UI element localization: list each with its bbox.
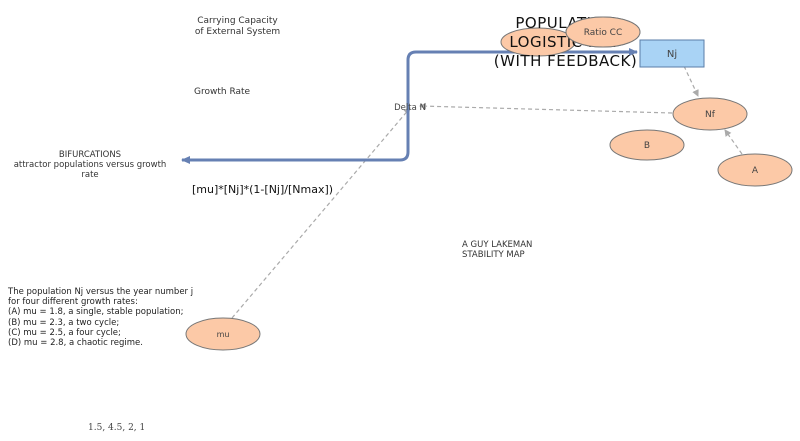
bifurcations-label: BIFURCATIONS attractor populations versu… [10,150,170,180]
flow-to-bifurcations [181,108,410,164]
logistic-equation: [mu]*[Nj]*(1-[Nj]/[Nmax]) [192,183,334,196]
title-line-3: (WITH FEEDBACK) [493,52,638,70]
stability-map-line-1: A GUY LAKEMAN [462,240,533,250]
title-line-1: POPULATION [515,14,616,32]
description-line-5: (C) mu = 2.5, a four cycle; [8,327,121,338]
a-node[interactable] [717,153,793,187]
nf-label: Nf [705,110,716,120]
link-a-to-nf [724,129,743,155]
bifurcations-sub-1: attractor populations versus growth [13,160,167,170]
stability-map-label: A GUY LAKEMAN STABILITY MAP [462,240,532,260]
description-line-6: (D) mu = 2.8, a chaotic regime. [8,338,143,349]
carrying-capacity-line-2: of External System [194,27,281,37]
description-line-2: for four different growth rates: [8,297,138,308]
b-label: B [644,141,650,151]
flow-to-nj [406,48,638,108]
a-label: A [752,166,759,176]
delta-n-label[interactable]: Delta N [394,103,426,113]
bifurcations-title: BIFURCATIONS [58,150,122,160]
description-line-3: (A) mu = 1.8, a single, stable populatio… [8,307,184,318]
carrying-capacity-line-1: Carrying Capacity [197,16,278,26]
nf-node[interactable] [672,97,748,131]
growth-rate-label: Growth Rate [194,87,251,97]
link-mu-to-delta [231,107,411,319]
bifurcations-sub-2: rate [81,170,99,180]
description-line-1: The population Nj versus the year number… [8,287,194,297]
link-nf-to-delta [419,102,673,114]
diagram-title: POPULATION LOGISTIC MAP (WITH FEEDBACK) [493,14,638,71]
mu-node[interactable] [185,317,261,351]
description-line-4: (B) mu = 2.3, a two cycle; [8,317,120,328]
carrying-capacity-label: Carrying Capacity of External System [180,16,295,38]
footer-values: 1.5, 4.5, 2, 1 [88,423,146,433]
stability-map-line-2: STABILITY MAP [462,250,525,260]
b-node[interactable] [609,129,685,161]
description-text: The population Nj versus the year number… [8,287,193,348]
nj-label: Nj [667,49,677,60]
title-line-2: LOGISTIC MAP [509,33,622,51]
mu-label: mu [217,330,230,339]
link-nj-to-nf [683,65,699,97]
nj-box[interactable] [639,39,705,68]
